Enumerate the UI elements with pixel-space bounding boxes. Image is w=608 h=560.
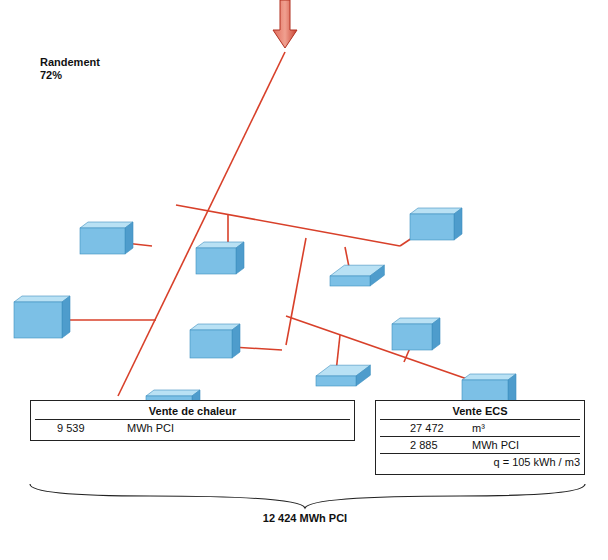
- building-front: [410, 214, 454, 240]
- building-top: [410, 208, 462, 214]
- table-text: Vente de chaleur: [149, 403, 236, 419]
- building-block: [196, 242, 244, 274]
- building-block: [316, 365, 370, 386]
- building-front: [14, 302, 62, 338]
- building-front: [80, 228, 125, 254]
- building-top: [146, 390, 200, 396]
- sales-table: Vente ECS27 472m³2 885MWh PCIq = 105 kWh…: [375, 400, 585, 475]
- building-top: [462, 374, 516, 380]
- building-side: [232, 324, 240, 358]
- building-front: [190, 330, 232, 358]
- building-side: [454, 208, 462, 240]
- building-front: [330, 276, 370, 286]
- table-text: Vente ECS: [452, 403, 507, 419]
- table-row: Vente de chaleur: [35, 403, 350, 420]
- table-text: m³: [472, 420, 485, 436]
- table-row: 9 539MWh PCI: [35, 420, 350, 436]
- pipe-network: [62, 52, 470, 396]
- table-row: 2 885MWh PCI: [380, 437, 580, 454]
- building-block: [190, 324, 240, 358]
- building-side: [236, 242, 244, 274]
- table-text: 2 885: [410, 437, 472, 453]
- building-top: [80, 222, 133, 228]
- sum-brace: [30, 484, 585, 508]
- building-front: [316, 376, 356, 386]
- table-text: q = 105 kWh / m3: [493, 454, 580, 470]
- building-side: [432, 318, 440, 350]
- table-text: MWh PCI: [472, 437, 519, 453]
- buildings: [14, 208, 516, 420]
- building-side: [370, 265, 384, 286]
- sales-table: Vente de chaleur9 539MWh PCI: [30, 400, 355, 441]
- efficiency-label: Randement 72%: [40, 56, 120, 82]
- building-top: [190, 324, 240, 330]
- table-text: 27 472: [410, 420, 472, 436]
- building-front: [392, 324, 432, 350]
- building-front: [196, 248, 236, 274]
- building-block: [392, 318, 440, 350]
- supply-arrow: [273, 0, 297, 48]
- building-top: [14, 296, 70, 302]
- table-row: 27 472m³: [380, 420, 580, 437]
- table-text: MWh PCI: [127, 420, 174, 436]
- building-side: [62, 296, 70, 338]
- building-block: [410, 208, 462, 240]
- table-row: Vente ECS: [380, 403, 580, 420]
- building-side: [125, 222, 133, 254]
- total-label: 12 424 MWh PCI: [230, 512, 380, 525]
- building-block: [14, 296, 70, 338]
- building-block: [80, 222, 133, 254]
- building-side: [356, 365, 370, 386]
- building-block: [330, 265, 384, 286]
- table-text: 9 539: [57, 420, 127, 436]
- table-row: q = 105 kWh / m3: [380, 454, 580, 470]
